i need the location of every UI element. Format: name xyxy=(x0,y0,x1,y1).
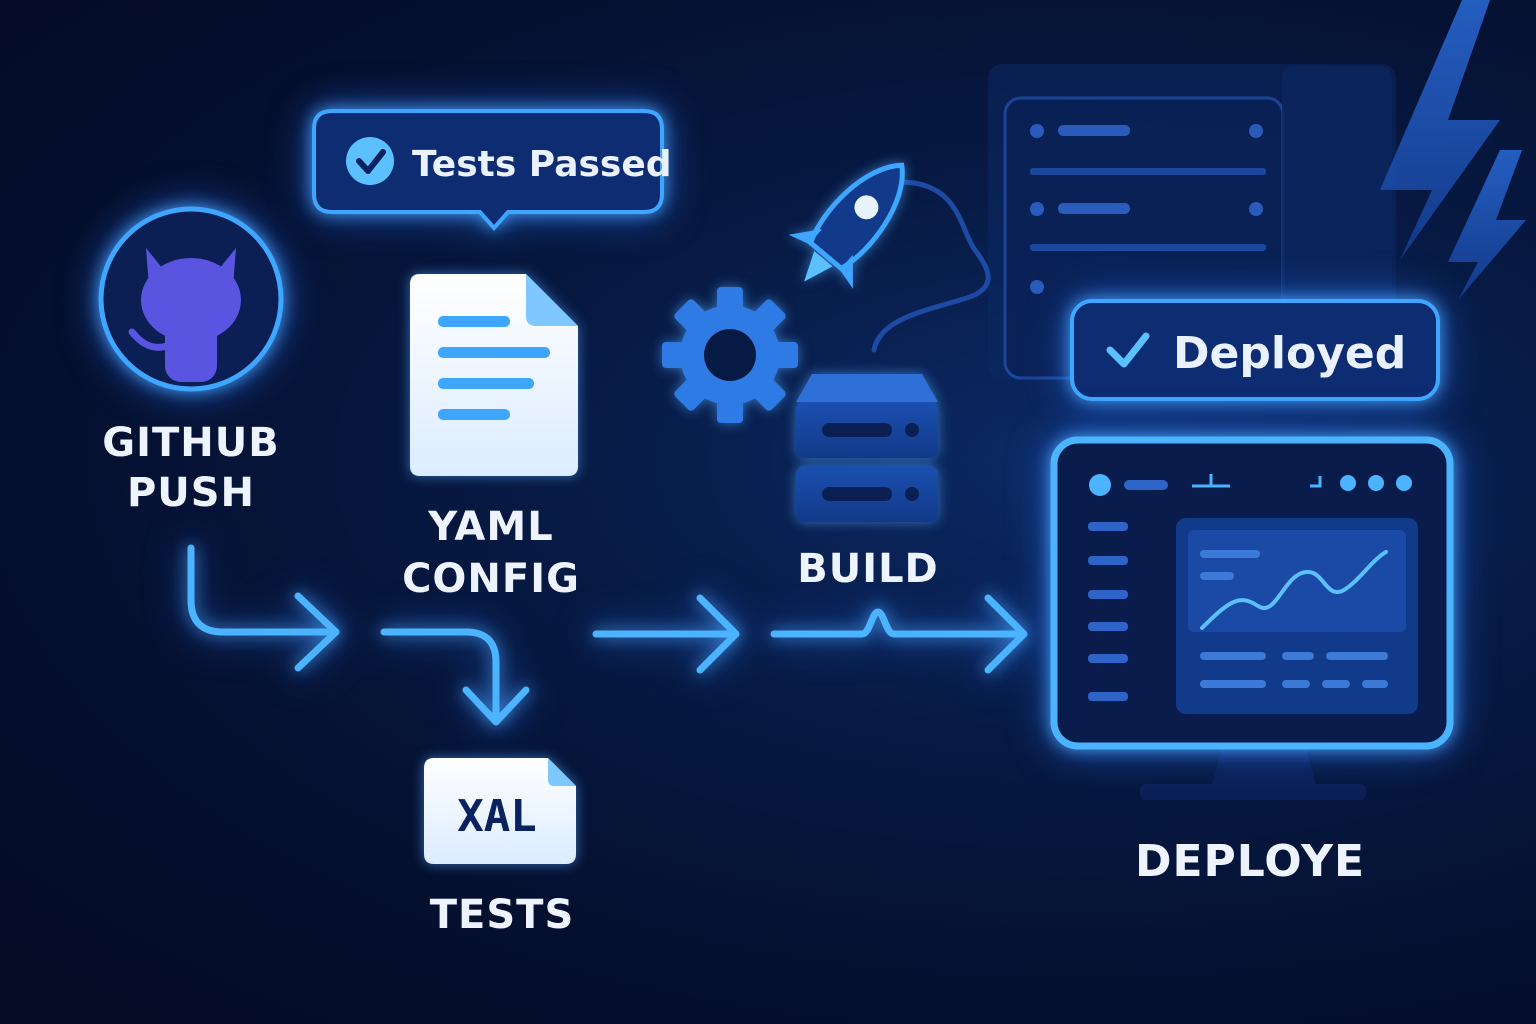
github-octocat-icon xyxy=(128,248,241,382)
check-icon xyxy=(346,137,394,185)
gear-icon xyxy=(662,287,798,423)
tests-doc-text: XAL xyxy=(457,791,536,842)
github-label-line2: PUSH xyxy=(127,470,255,516)
tests-passed-badge: Tests Passed xyxy=(312,109,672,232)
arrow-build-to-deploy xyxy=(770,608,1026,638)
deployed-text: Deployed xyxy=(1173,328,1406,379)
deployed-badge: Deployed xyxy=(1070,299,1440,401)
yaml-node: YAML CONFIG xyxy=(402,274,580,602)
tests-passed-text: Tests Passed xyxy=(412,144,672,185)
build-label: BUILD xyxy=(797,546,939,592)
yaml-label-line1: YAML xyxy=(427,504,553,550)
yaml-label-line2: CONFIG xyxy=(402,556,580,602)
dashboard-trend-line xyxy=(1200,550,1388,630)
arrow-head-1 xyxy=(294,592,340,672)
arrow-head-4 xyxy=(984,594,1028,674)
deploy-label: DEPLOYE xyxy=(1135,836,1365,887)
check-icon xyxy=(1106,332,1150,368)
arrow-yaml-to-tests xyxy=(380,628,500,724)
monitor-dashboard-icon xyxy=(1050,436,1454,800)
arrow-head-2 xyxy=(462,686,530,726)
connector-cable xyxy=(871,179,991,353)
arrow-head-3 xyxy=(696,594,740,674)
arrow-github-to-yaml xyxy=(187,544,340,636)
tests-document-icon xyxy=(424,758,576,864)
tests-node: XAL TESTS xyxy=(424,758,576,938)
lightning-icon xyxy=(1380,0,1526,300)
document-icon xyxy=(410,274,578,476)
github-node: GITHUB PUSH xyxy=(98,206,284,516)
flow-arrows xyxy=(187,544,1028,726)
github-label-line1: GITHUB xyxy=(102,420,279,466)
tests-label: TESTS xyxy=(430,892,575,938)
server-icon xyxy=(796,374,938,522)
rocket-icon xyxy=(788,162,905,289)
